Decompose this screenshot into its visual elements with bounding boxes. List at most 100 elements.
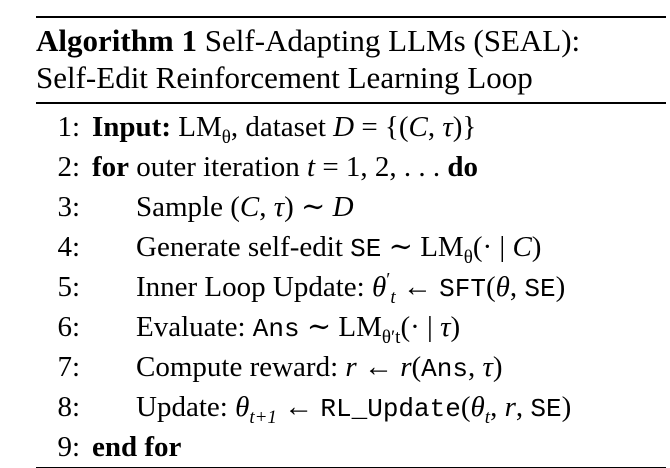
algorithm-line: 8: Update: θt+1 ← RL_Update(θt, r, SE) [36,387,666,427]
algorithm-body: 1:Input: LMθ, dataset D = {(C, τ)}2:for … [36,104,666,467]
line-token: ) [556,271,566,303]
line-content: Update: θt+1 ← RL_Update(θt, r, SE) [136,387,571,429]
line-token: )} [453,111,477,143]
line-token: ∼ LM [300,311,382,343]
line-token: θ [464,246,473,267]
line-token: , [516,391,531,423]
algorithm-line: 7:Compute reward: r ← r(Ans, τ) [36,347,666,387]
line-number: 5: [36,267,80,307]
algorithm-caption: Algorithm 1 Self-Adapting LLMs (SEAL): S… [36,18,666,102]
line-token: do [447,151,478,183]
line-content: end for [92,427,181,467]
line-token: ← [277,391,321,423]
line-token: C [409,111,428,143]
line-token: Inner Loop Update: [136,271,372,303]
line-token: (· | [400,311,440,343]
line-token: Sample ( [136,191,240,223]
line-number: 8: [36,387,80,427]
caption-line-1: Algorithm 1 Self-Adapting LLMs (SEAL): [36,22,666,59]
line-content: Inner Loop Update: θ′t ← SFT(θ, SE) [136,267,565,309]
line-token: , [259,191,274,223]
algorithm-title-line-2: Self-Edit Reinforcement Learning Loop [36,59,666,96]
line-token: , [428,111,443,143]
line-number: 7: [36,347,80,387]
algorithm-line: 1: Input: LMθ, dataset D = {(C, τ)} [36,107,666,147]
line-content: Generate self-edit SE ∼ LMθ(· | C) [136,227,541,269]
algorithm-line: 2: for outer iteration t = 1, 2, . . . do [36,147,666,187]
line-token: ← [357,351,401,383]
line-token: C [512,231,531,263]
line-content: Evaluate: Ans ∼ LMθ′t(· | τ) [136,307,460,349]
line-token: SE [530,394,561,424]
line-token: ) [450,311,460,343]
algorithm-box: Algorithm 1 Self-Adapting LLMs (SEAL): S… [36,16,666,468]
line-token: ( [486,271,496,303]
line-token: θ [235,391,249,423]
line-token: Generate self-edit [136,231,350,263]
line-token: outer iteration [129,151,307,183]
line-token: θ [222,126,231,147]
line-token: , [510,271,525,303]
line-token: Update: [136,391,235,423]
line-token: (· | [473,231,513,263]
line-token: end for [92,431,181,463]
algorithm-label: Algorithm 1 [36,23,197,58]
line-token: r [505,391,516,423]
line-token: r [400,351,411,383]
line-number: 4: [36,227,80,267]
line-token: τ [482,351,492,383]
line-token: , [468,351,483,383]
line-token: θ [471,391,485,423]
line-token: for [92,151,129,183]
line-token: D [333,111,354,143]
line-token: r [345,351,356,383]
line-token: Ans [253,314,300,344]
line-token: ) ∼ [284,191,332,223]
line-token: SE [524,274,555,304]
line-token: = 1, 2, . . . [315,151,447,183]
line-token: SE [350,234,381,264]
line-number: 6: [36,307,80,347]
line-token: τ [442,111,452,143]
line-token: Ans [421,354,468,384]
line-token: ) [532,231,542,263]
algorithm-title-line-1: Self-Adapting LLMs (SEAL): [205,23,580,58]
line-token: , [490,391,505,423]
line-token: C [240,191,259,223]
line-token: RL_Update [320,394,460,424]
line-token: θ [372,271,386,303]
algorithm-line: 6: Evaluate: Ans ∼ LMθ′t(· | τ) [36,307,666,347]
line-number: 1: [36,107,80,147]
line-token: θ [496,271,510,303]
line-token: , dataset [231,111,333,143]
line-token: θ′t [382,326,401,347]
line-token: τ [440,311,450,343]
algorithm-line: 4: Generate self-edit SE ∼ LMθ(· | C) [36,227,666,267]
line-token: Compute reward: [136,351,345,383]
line-token: = {( [354,111,408,143]
line-token: ← [396,271,440,303]
line-token: LM [171,111,222,143]
line-content: for outer iteration t = 1, 2, . . . do [92,147,478,187]
line-content: Sample (C, τ) ∼ D [136,187,354,227]
algorithm-line: 3: Sample (C, τ) ∼ D [36,187,666,227]
algorithm-line: 5: Inner Loop Update: θ′t ← SFT(θ, SE) [36,267,666,307]
line-token: t [307,151,315,183]
line-content: Input: LMθ, dataset D = {(C, τ)} [92,107,476,147]
line-token: D [333,191,354,223]
line-token: Input: [92,111,171,143]
line-token: ) [562,391,572,423]
line-content: Compute reward: r ← r(Ans, τ) [136,347,503,389]
line-token: ) [493,351,503,383]
line-token: Evaluate: [136,311,253,343]
algorithm-line: 9: end for [36,427,666,467]
line-token: ( [461,391,471,423]
line-number: 9: [36,427,80,467]
line-token: t+1 [249,406,277,427]
line-number: 3: [36,187,80,227]
line-token: ∼ LM [381,231,463,263]
line-token: τ [274,191,284,223]
line-token: ( [411,351,421,383]
line-number: 2: [36,147,80,187]
line-token: SFT [439,274,486,304]
